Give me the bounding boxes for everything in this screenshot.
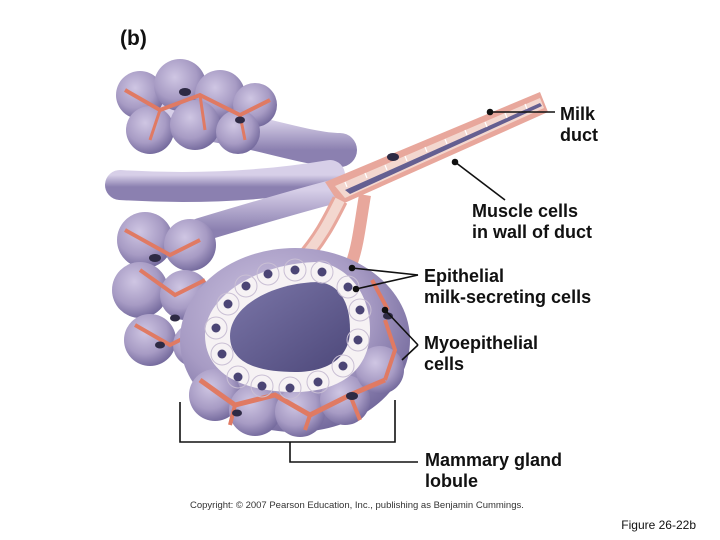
milk-duct [325, 92, 548, 205]
upper-lobule-cluster [116, 59, 277, 154]
myoepithelial-label-line2: cells [424, 354, 465, 374]
milk-duct-label: Milk duct [560, 104, 598, 146]
muscle-cells-label: Muscle cells in wall of duct [472, 201, 592, 243]
epithelial-label-line2: milk-secreting cells [424, 287, 592, 307]
mammary-lobule-label-line1: Mammary gland [425, 450, 563, 470]
epithelial-label: Epithelial milk-secreting cells [424, 266, 591, 308]
milk-duct-label-line2: duct [560, 125, 598, 145]
mammary-lobule-label-line2: lobule [425, 471, 478, 491]
myoepithelial-label: Myoepithelial cells [424, 333, 538, 375]
copyright-notice: Copyright: © 2007 Pearson Education, Inc… [190, 500, 524, 511]
epithelial-label-line1: Epithelial [424, 266, 505, 286]
leader-lines [179, 108, 555, 463]
mammary-gland-lobule [180, 248, 410, 437]
figure-number: Figure 26-22b [621, 518, 696, 532]
milk-duct-label-line1: Milk [560, 104, 596, 124]
panel-label: (b) [120, 27, 147, 50]
muscle-cells-label-line2: in wall of duct [472, 222, 592, 242]
myoepithelial-label-line1: Myoepithelial [424, 333, 539, 353]
mammary-lobule-label: Mammary gland lobule [425, 450, 562, 492]
muscle-cells-label-line1: Muscle cells [472, 201, 579, 221]
